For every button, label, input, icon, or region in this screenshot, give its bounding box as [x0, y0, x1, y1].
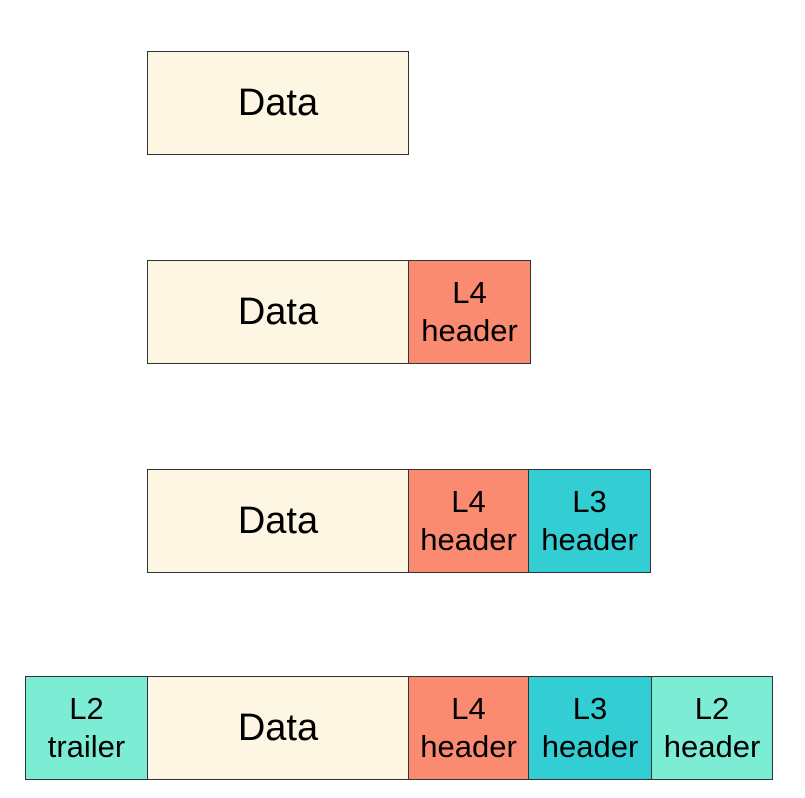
row-4-l2: L2 trailer Data L4 header L3 header L2 h…	[0, 676, 805, 780]
l2-header-label-line2: header	[663, 729, 761, 764]
data-label: Data	[237, 81, 319, 124]
l4-header-label-line2: header	[421, 313, 518, 348]
l4-header-label-line2: header	[420, 729, 517, 764]
data-segment: Data	[147, 51, 409, 155]
data-segment: Data	[147, 260, 409, 364]
l3-header-label-line2: header	[541, 729, 639, 764]
l3-header-segment: L3 header	[528, 676, 652, 780]
row-3-l3: Data L4 header L3 header	[0, 469, 805, 573]
l4-header-segment: L4 header	[408, 260, 531, 364]
l2-trailer-segment: L2 trailer	[25, 676, 148, 780]
data-label: Data	[237, 290, 319, 333]
l3-header-label-line2: header	[541, 522, 638, 557]
data-label: Data	[237, 706, 319, 749]
data-segment: Data	[147, 676, 409, 780]
data-segment: Data	[147, 469, 409, 573]
l4-header-label-line1: L4	[451, 691, 486, 726]
l4-header-label-line1: L4	[451, 484, 486, 519]
row-2-l4: Data L4 header	[0, 260, 805, 364]
row-1-data-only: Data	[0, 51, 805, 155]
l4-header-label-line1: L4	[452, 275, 487, 310]
l2-header-label-line1: L2	[694, 691, 730, 726]
l2-trailer-label-line2: trailer	[47, 729, 126, 764]
l3-header-segment: L3 header	[528, 469, 651, 573]
l4-header-segment: L4 header	[408, 469, 529, 573]
l3-header-label-line1: L3	[572, 691, 608, 726]
l3-header-label-line1: L3	[572, 484, 607, 519]
l4-header-segment: L4 header	[408, 676, 529, 780]
l4-header-label-line2: header	[420, 522, 517, 557]
l2-header-segment: L2 header	[651, 676, 773, 780]
data-label: Data	[237, 499, 319, 542]
l2-trailer-label-line1: L2	[69, 691, 104, 726]
